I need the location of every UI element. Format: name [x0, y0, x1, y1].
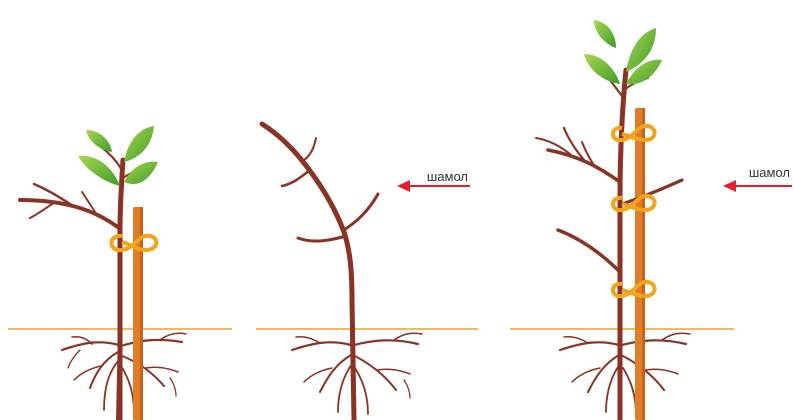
leaves — [584, 20, 662, 85]
leaf — [626, 59, 662, 85]
leaf — [594, 20, 616, 48]
roots — [60, 328, 187, 420]
leaf — [124, 161, 158, 184]
wind-arrowhead-icon — [397, 180, 410, 192]
tie-loop — [611, 123, 657, 143]
tie-loops — [611, 123, 657, 299]
trunk — [259, 121, 357, 420]
tie-loop — [611, 193, 657, 213]
wind-indicator: шамол — [397, 169, 470, 192]
branches — [280, 137, 380, 243]
panel-young-tree-with-stake — [8, 126, 232, 420]
panel-tree-tied-to-stake: шамол — [510, 20, 792, 420]
leaf — [124, 126, 154, 162]
wind-arrowhead-icon — [723, 180, 736, 192]
trunk — [617, 67, 629, 420]
panel-tree-bent-by-wind: шамол — [256, 121, 478, 420]
roots — [558, 328, 691, 420]
wind-indicator: шамол — [723, 165, 792, 192]
roots — [290, 328, 423, 420]
stake-shade — [140, 207, 143, 420]
wind-label: шамол — [427, 169, 468, 184]
trunk — [117, 157, 126, 420]
leaf — [626, 28, 656, 72]
tie-loop — [109, 233, 159, 253]
leaf — [584, 54, 620, 84]
leaf — [78, 155, 120, 186]
branches — [535, 70, 684, 274]
stake-shade — [642, 108, 645, 420]
wind-label: шамол — [749, 165, 790, 180]
leaf — [86, 130, 112, 152]
tie-loop — [611, 279, 657, 299]
leaves — [78, 126, 158, 186]
